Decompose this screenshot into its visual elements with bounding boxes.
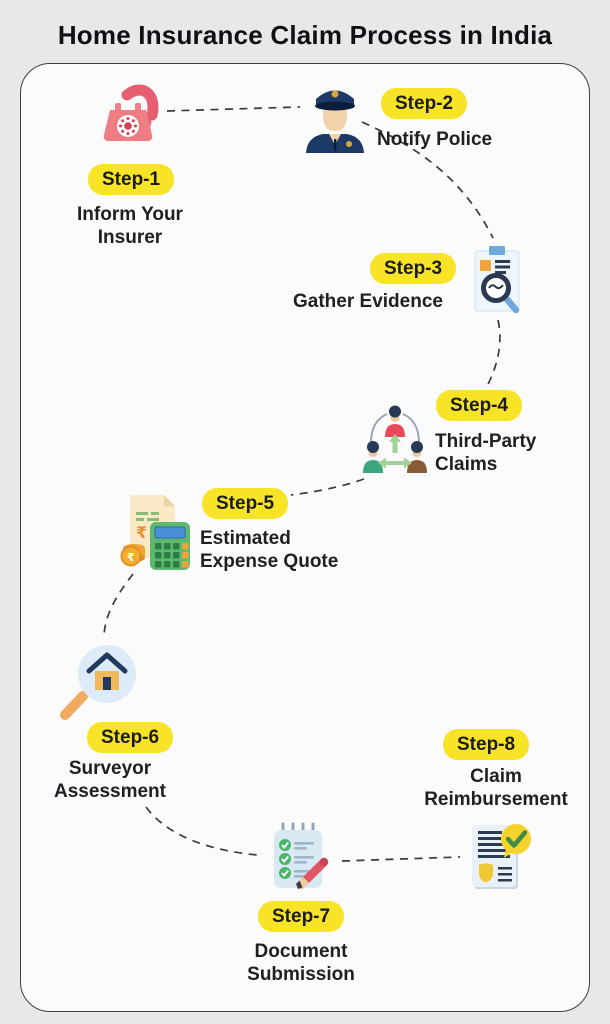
svg-text:₹: ₹ [136, 523, 147, 542]
document-magnifier-icon [466, 243, 528, 324]
step-5-label: Estimated Expense Quote [200, 528, 339, 573]
step-3-badge: Step-3 [370, 253, 457, 284]
step-6-label: Surveyor Assessment [54, 758, 166, 803]
page-title: Home Insurance Claim Process in India [57, 20, 553, 50]
step-7-badge: Step-7 [258, 901, 345, 932]
step-1-label: Inform Your Insurer [77, 204, 183, 249]
step-2-label: Notify Police [377, 129, 493, 150]
svg-text:₹: ₹ [127, 551, 135, 564]
checklist-pencil-icon [263, 821, 335, 900]
step-2-badge: Step-2 [381, 88, 468, 119]
rotary-telephone-icon [93, 82, 163, 155]
magnifier-house-icon [53, 640, 145, 729]
police-officer-icon [303, 79, 367, 158]
step-4-label: Third-Party Claims [435, 431, 537, 476]
step-8-badge: Step-8 [443, 729, 530, 760]
step-5-badge: Step-5 [202, 488, 289, 519]
step-6-badge: Step-6 [87, 722, 174, 753]
step-8-label: Claim Reimbursement [424, 766, 568, 811]
step-3-label: Gather Evidence [293, 291, 443, 312]
step-4-badge: Step-4 [436, 390, 523, 421]
people-network-icon [360, 401, 430, 486]
step-7-label: Document Submission [247, 941, 355, 986]
invoice-calculator-coins-icon: ₹ ₹ [114, 490, 194, 577]
approved-document-icon [464, 819, 534, 900]
step-1-badge: Step-1 [88, 164, 175, 195]
